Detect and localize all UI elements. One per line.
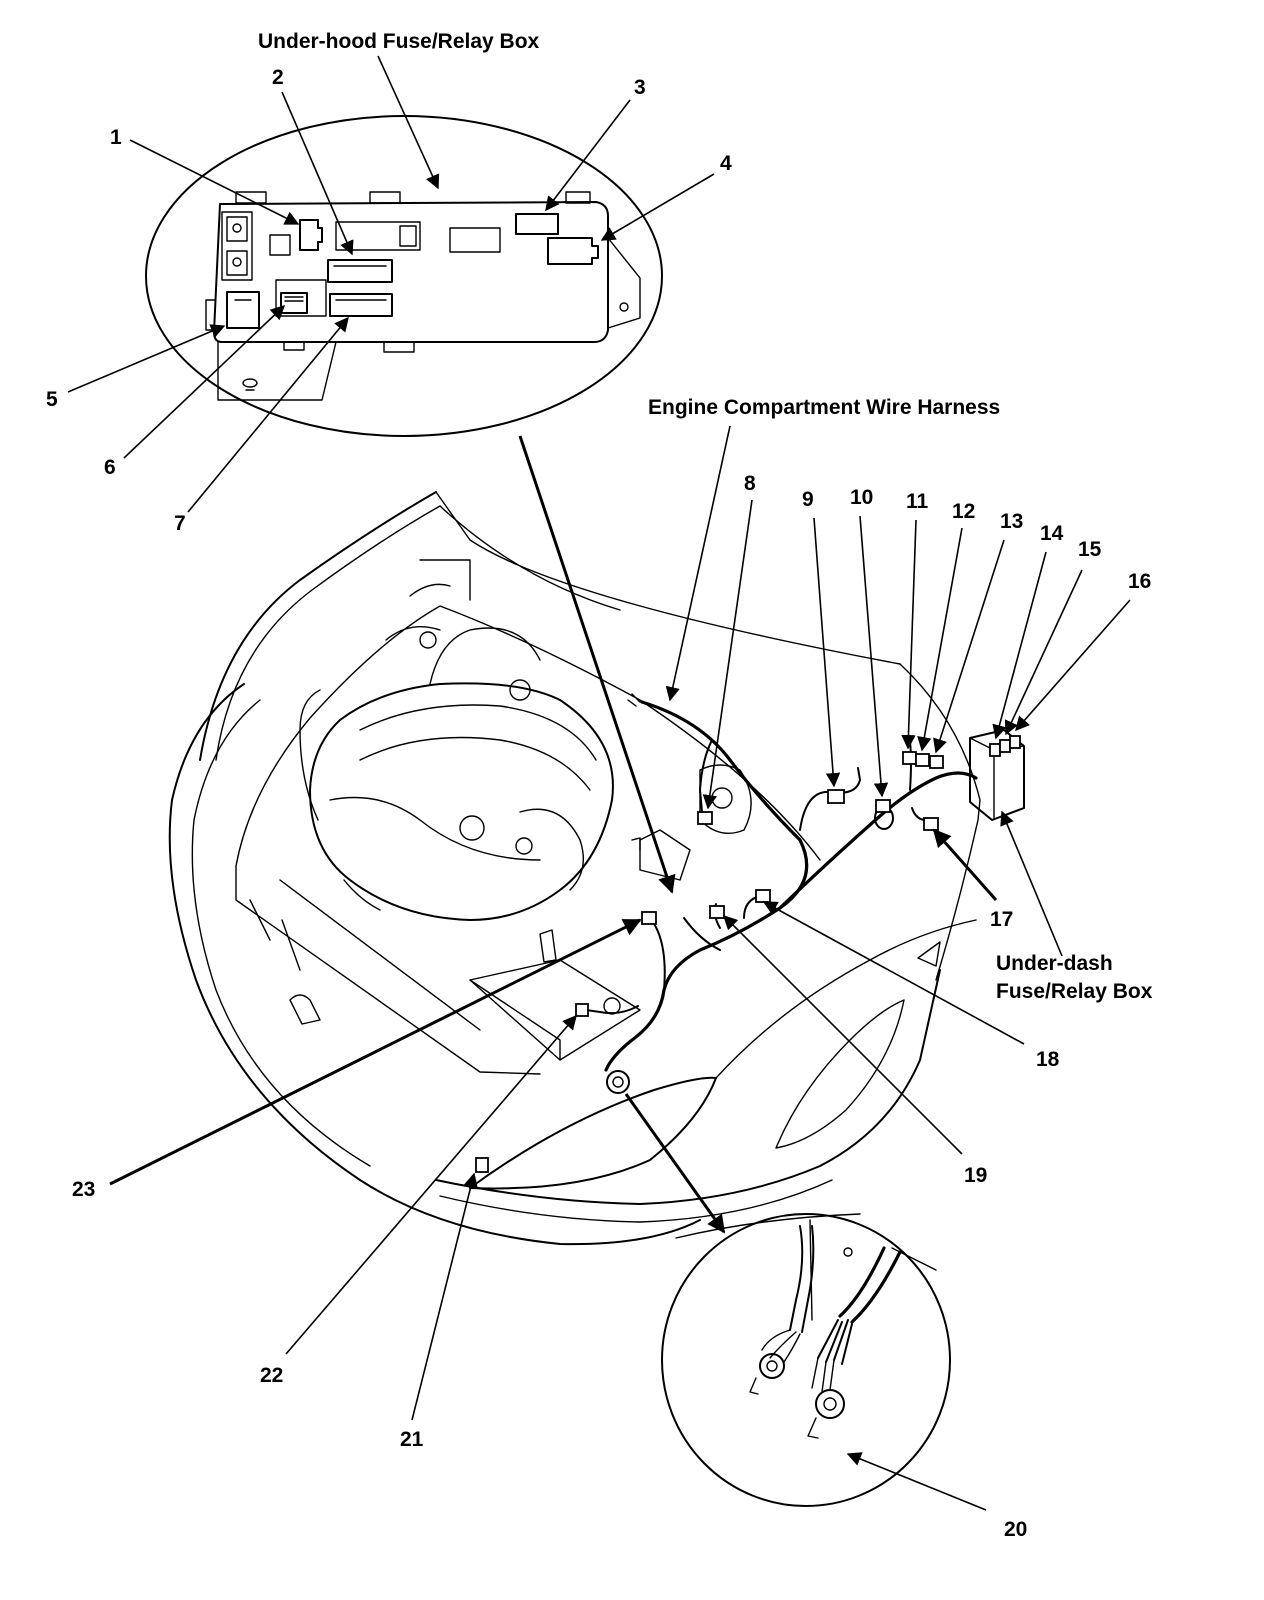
connector-13 xyxy=(929,755,944,769)
title-engine-harness: Engine Compartment Wire Harness xyxy=(648,396,1000,419)
callout-8: 8 xyxy=(744,472,756,495)
connector-22 xyxy=(575,1003,589,1017)
connector-18 xyxy=(755,889,771,903)
callout-18: 18 xyxy=(1036,1048,1060,1071)
underhood-box-outline xyxy=(213,201,609,343)
connector-21 xyxy=(475,1157,489,1173)
connector-9 xyxy=(827,789,845,804)
callout-21: 21 xyxy=(400,1428,424,1451)
callout-12: 12 xyxy=(952,500,975,523)
callout-22: 22 xyxy=(260,1364,283,1387)
callout-5: 5 xyxy=(46,388,58,411)
connector-19 xyxy=(709,905,725,919)
connector-11 xyxy=(902,751,917,765)
underdash-fuse-relay-box xyxy=(969,729,1025,821)
callout-2: 2 xyxy=(272,66,284,89)
callout-3: 3 xyxy=(634,76,646,99)
callout-4: 4 xyxy=(720,152,732,175)
connector-23 xyxy=(641,911,657,925)
harness-connectors xyxy=(475,751,944,1173)
ground-terminal-20 xyxy=(815,1389,845,1419)
labels: Under-hood Fuse/Relay Box Engine Compart… xyxy=(46,30,1153,1541)
car-body xyxy=(168,491,981,1246)
callout-16: 16 xyxy=(1128,570,1151,593)
underhood-inset xyxy=(145,115,663,437)
connector-10 xyxy=(875,799,891,813)
connector-12 xyxy=(915,753,930,767)
callout-13: 13 xyxy=(1000,510,1023,533)
connector-4 xyxy=(547,237,599,265)
callout-17: 17 xyxy=(990,908,1013,931)
title-underdash-line2: Fuse/Relay Box xyxy=(996,980,1153,1003)
ground-inset xyxy=(661,1213,951,1507)
leader-lines xyxy=(67,55,1131,1511)
callout-11: 11 xyxy=(906,490,929,513)
callout-9: 9 xyxy=(802,488,814,511)
connector-6 xyxy=(280,292,308,314)
callout-7: 7 xyxy=(174,512,186,535)
callout-6: 6 xyxy=(104,456,116,479)
ground-inset-ellipse xyxy=(661,1213,951,1507)
callout-20: 20 xyxy=(1004,1518,1027,1541)
title-underdash-line1: Under-dash xyxy=(996,952,1113,975)
underhood-inset-ellipse xyxy=(145,115,663,437)
callout-10: 10 xyxy=(850,486,873,509)
connector-17 xyxy=(923,817,939,831)
title-underhood-box: Under-hood Fuse/Relay Box xyxy=(258,30,540,53)
connector-7 xyxy=(329,293,393,317)
connector-8 xyxy=(697,811,713,825)
callout-14: 14 xyxy=(1040,522,1064,545)
connector-2 xyxy=(327,259,393,283)
callout-19: 19 xyxy=(964,1164,987,1187)
callout-1: 1 xyxy=(110,126,122,149)
connector-1 xyxy=(299,219,323,251)
connector-3 xyxy=(515,213,559,235)
callout-23: 23 xyxy=(72,1178,95,1201)
callout-15: 15 xyxy=(1078,538,1102,561)
connector-5 xyxy=(226,291,260,329)
